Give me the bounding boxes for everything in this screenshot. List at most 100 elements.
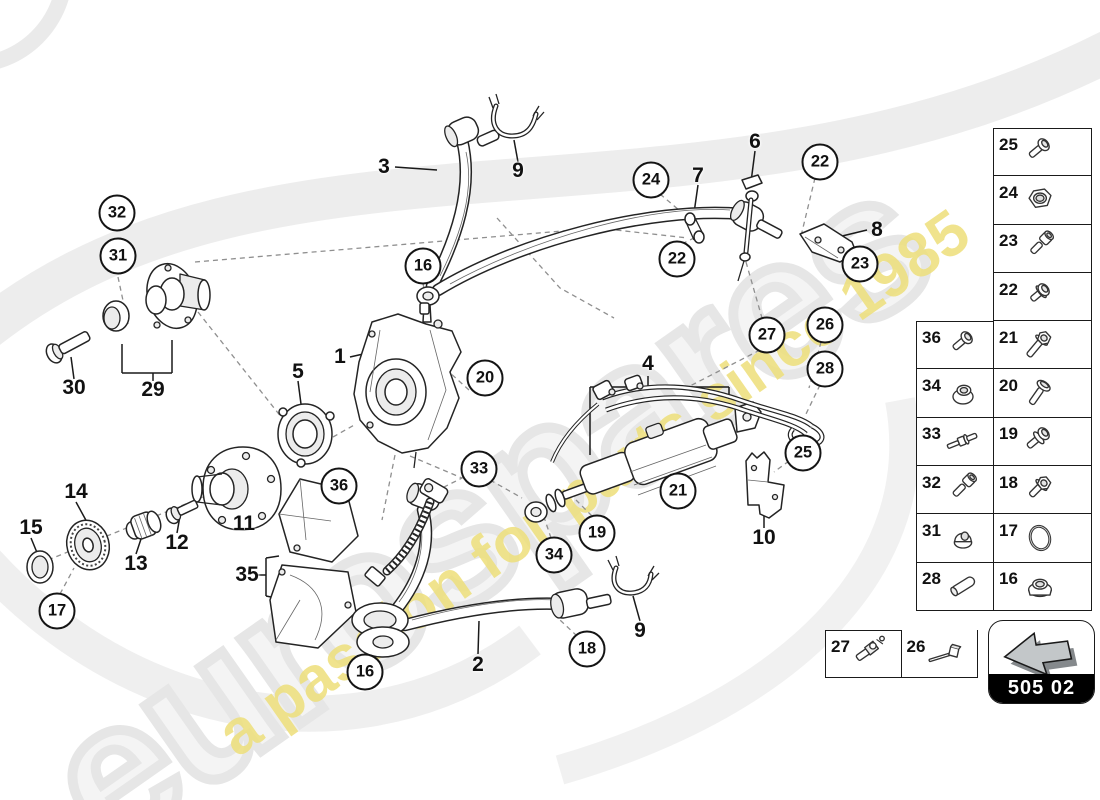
legend-left-column: 36 34 33 32 31 28 [916,321,995,611]
callout-circle-17: 17 [38,592,76,630]
legend-part-number: 33 [922,424,941,444]
fork-clip-bottom-drawing [607,555,660,596]
callout-circle-16: 16 [404,247,442,285]
legend-part-number: 27 [831,637,850,656]
callout-label-9: 9 [634,619,646,642]
long-flange-bolt-icon [1020,325,1060,365]
legend-part-number: 25 [999,135,1018,155]
callout-circle-19: 19 [578,514,616,552]
level-sensor-drawing [684,174,857,282]
legend-cell-28[interactable]: 28 [916,562,995,611]
upper-control-arm-drawing [416,116,783,323]
flat-head-bolt-icon [1020,373,1060,413]
legend-part-number: 24 [999,182,1018,202]
callout-label-3: 3 [378,155,390,178]
back-arrow-icon [1003,631,1078,675]
wheel-carrier-drawing [353,313,462,469]
callout-label-10: 10 [752,526,776,549]
legend-part-number: 19 [999,424,1018,444]
legend-cell-32[interactable]: 32 [916,466,995,515]
callout-label-4: 4 [642,352,654,375]
callout-label-2: 2 [472,653,484,676]
legend-part-number: 34 [922,376,941,396]
legend-cell-26[interactable]: 26 [901,630,978,678]
callout-circle-18: 18 [568,630,606,668]
legend-cell-17[interactable]: 17 [993,514,1092,563]
callout-label-14: 14 [64,480,88,503]
damper-drawing [524,401,762,523]
callout-label-11: 11 [232,512,256,535]
callout-circle-16: 16 [346,653,384,691]
page-code-label: 505 02 [989,674,1094,703]
legend-cell-33[interactable]: 33 [916,417,995,467]
flange-screw-icon [943,325,983,365]
legend-bottom-row: 27 26 [825,630,978,678]
legend-cell-36[interactable]: 36 [916,321,995,370]
splash-shields-drawing [269,478,359,649]
legend-cell-19[interactable]: 19 [993,417,1092,467]
legend-cell-16[interactable]: 16 [993,562,1092,611]
stud-pin-icon [943,421,983,461]
legend-cell-25[interactable]: 25 [993,128,1092,177]
page-code-badge[interactable]: 505 02 [988,620,1095,704]
bolt-with-washer-icon [1020,421,1060,461]
legend-cell-34[interactable]: 34 [916,369,995,418]
callout-circle-32: 32 [98,194,136,232]
legend-part-number: 18 [999,472,1018,492]
legend-part-number: 22 [999,279,1018,299]
wheel-bearing-drawing [277,403,335,468]
callout-label-6: 6 [749,130,761,153]
callout-label-29: 29 [141,378,165,401]
flange-nut-icon [1020,566,1060,606]
legend-cell-18[interactable]: 18 [993,466,1092,515]
callout-label-7: 7 [692,164,704,187]
o-ring-icon [1020,518,1060,558]
callout-circle-25: 25 [784,434,822,472]
callout-label-35: 35 [235,563,259,586]
abs-sensor-drawing [364,478,449,587]
callout-circle-22: 22 [658,240,696,278]
legend-cell-22[interactable]: 22 [993,272,1092,322]
collar-nut-icon [943,373,983,413]
callout-circle-28: 28 [806,350,844,388]
legend-cell-23[interactable]: 23 [993,224,1092,273]
callout-circle-31: 31 [99,237,137,275]
callout-circle-21: 21 [659,472,697,510]
legend-part-number: 26 [906,636,926,656]
callout-label-9: 9 [512,159,524,182]
pan-head-screw-icon [1020,132,1060,172]
callout-label-1: 1 [334,345,346,368]
legend-right-column: 25 24 23 22 21 20 19 18 17 16 [993,128,1092,611]
legend-part-number: 32 [922,472,941,492]
flange-bolt-icon [1020,470,1060,510]
callout-label-15: 15 [19,516,43,539]
legend-cell-24[interactable]: 24 [993,176,1092,225]
legend-part-number: 17 [999,521,1018,541]
legend-cell-31[interactable]: 31 [916,514,995,563]
callout-label-30: 30 [62,376,86,399]
bracket-drawing [745,451,785,519]
legend-cell-20[interactable]: 20 [993,369,1092,418]
legend-cell-27[interactable]: 27 [825,630,902,678]
callout-circle-34: 34 [535,536,573,574]
dome-nut-icon [943,518,983,558]
callout-circle-24: 24 [632,161,670,199]
sensor-rod-icon [927,634,967,674]
legend-part-number: 20 [999,376,1018,396]
lower-control-arm-drawing [351,482,612,658]
callout-label-12: 12 [165,531,189,554]
wheel-hub-drawing [191,446,282,531]
legend-part-number: 36 [922,328,941,348]
legend-part-number: 31 [922,521,941,541]
socket-bolt-icon [943,470,983,510]
hydraulic-lines-drawing [550,374,825,463]
fork-clip-top-drawing [488,93,545,139]
legend-part-number: 28 [922,569,941,589]
hub-assembly-top-drawing [45,263,211,364]
callout-label-5: 5 [292,360,304,383]
callout-circle-26: 26 [806,306,844,344]
callout-circle-20: 20 [466,359,504,397]
legend-cell-21[interactable]: 21 [993,321,1092,370]
